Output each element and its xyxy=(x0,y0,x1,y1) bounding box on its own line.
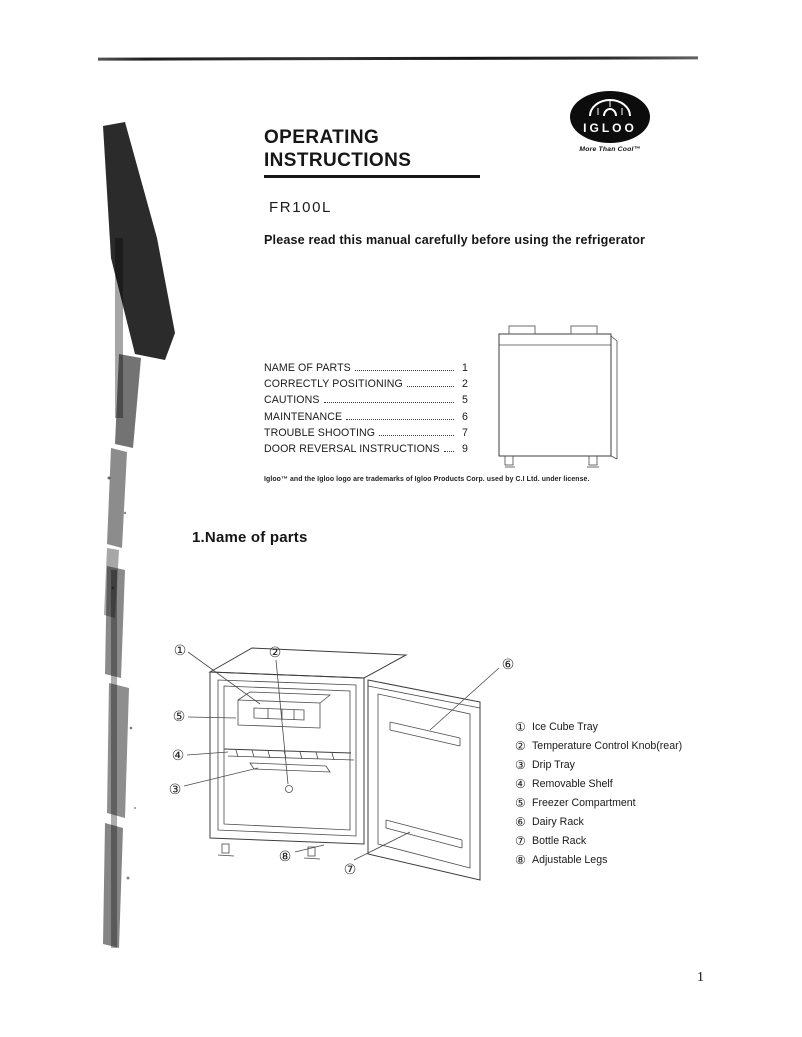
legend-item: ② Temperature Control Knob(rear) xyxy=(515,736,695,755)
toc-page-number: 9 xyxy=(462,442,468,455)
scan-line-artifact xyxy=(97,56,699,61)
toc-page-number: 5 xyxy=(462,394,468,407)
legend-item-number: ① xyxy=(515,719,526,734)
legend-item-label: Dairy Rack xyxy=(532,815,584,828)
toc-label: CAUTIONS xyxy=(264,394,320,407)
toc-leader xyxy=(443,450,454,452)
legend-item: ⑧ Adjustable Legs xyxy=(515,850,695,869)
trademark-notice: Igloo™ and the Igloo logo are trademarks… xyxy=(264,476,590,483)
legend-item: ⑦ Bottle Rack xyxy=(515,831,695,850)
logo-brand-text: IGLOO xyxy=(583,121,637,135)
callout-2: ② xyxy=(269,645,282,661)
document-title: OPERATING INSTRUCTIONS xyxy=(264,126,411,172)
toc-item: TROUBLE SHOOTING 7 xyxy=(264,427,468,443)
table-of-contents: NAME OF PARTS 1 CORRECTLY POSITIONING 2 … xyxy=(264,362,468,459)
toc-label: DOOR REVERSAL INSTRUCTIONS xyxy=(264,442,440,455)
legend-item-label: Adjustable Legs xyxy=(532,853,608,866)
toc-item: MAINTENANCE 6 xyxy=(264,411,468,427)
toc-page-number: 2 xyxy=(462,378,468,391)
toc-leader xyxy=(323,402,454,404)
refrigerator-parts-diagram: ① ② ⑤ ④ ③ ⑥ ⑧ ⑦ xyxy=(169,643,515,881)
legend-item-label: Removable Shelf xyxy=(532,777,613,790)
toc-leader xyxy=(354,370,454,371)
legend-item-label: Freezer Compartment xyxy=(532,796,636,809)
callout-5: ⑤ xyxy=(173,709,186,725)
legend-item-number: ② xyxy=(515,738,526,753)
legend-item-label: Bottle Rack xyxy=(532,834,587,847)
legend-item-number: ⑧ xyxy=(515,852,526,867)
callout-4: ④ xyxy=(172,748,185,764)
toc-leader xyxy=(346,418,454,420)
title-line-1: OPERATING xyxy=(264,127,380,148)
toc-item: CAUTIONS 5 xyxy=(264,394,468,410)
toc-page-number: 7 xyxy=(462,426,468,439)
legend-item-label: Drip Tray xyxy=(532,758,575,771)
brand-logo: IGLOO More Than Cool™ xyxy=(568,90,652,153)
scan-edge-artifact xyxy=(103,122,175,948)
legend-item: ⑥ Dairy Rack xyxy=(515,812,695,831)
callout-3: ③ xyxy=(169,782,182,798)
section-title: 1.Name of parts xyxy=(192,529,308,546)
logo-tagline: More Than Cool™ xyxy=(579,146,641,153)
legend-item: ① Ice Cube Tray xyxy=(515,717,695,736)
toc-label: MAINTENANCE xyxy=(264,410,343,423)
page-number: 1 xyxy=(697,970,704,985)
toc-item: DOOR REVERSAL INSTRUCTIONS 9 xyxy=(264,443,468,459)
callout-7: ⑦ xyxy=(344,862,357,878)
toc-label: NAME OF PARTS xyxy=(264,362,351,374)
legend-item-number: ⑤ xyxy=(515,795,526,810)
refrigerator-front-view-illustration xyxy=(498,325,618,468)
toc-item: CORRECTLY POSITIONING 2 xyxy=(264,378,468,394)
toc-page-number: 6 xyxy=(462,410,468,423)
legend-item-number: ⑦ xyxy=(515,833,526,848)
title-line-2: INSTRUCTIONS xyxy=(264,150,412,171)
callout-8: ⑧ xyxy=(279,849,292,865)
title-underline xyxy=(264,175,480,178)
igloo-logo-icon: IGLOO xyxy=(570,91,650,143)
legend-item-label: Temperature Control Knob(rear) xyxy=(532,739,683,752)
parts-legend: ① Ice Cube Tray ② Temperature Control Kn… xyxy=(515,717,695,869)
toc-leader xyxy=(406,386,454,388)
legend-item-number: ③ xyxy=(515,757,526,772)
callout-6: ⑥ xyxy=(502,657,515,673)
read-manual-notice: Please read this manual carefully before… xyxy=(264,233,646,247)
toc-page-number: 1 xyxy=(462,362,468,374)
toc-label: TROUBLE SHOOTING xyxy=(264,426,376,439)
legend-item: ⑤ Freezer Compartment xyxy=(515,793,695,812)
legend-item-label: Ice Cube Tray xyxy=(532,720,598,733)
toc-leader xyxy=(379,434,454,436)
legend-item: ④ Removable Shelf xyxy=(515,774,695,793)
toc-item: NAME OF PARTS 1 xyxy=(264,362,468,378)
toc-label: CORRECTLY POSITIONING xyxy=(264,378,403,391)
callout-1: ① xyxy=(174,643,187,659)
legend-item-number: ④ xyxy=(515,776,526,791)
legend-item: ③ Drip Tray xyxy=(515,755,695,774)
model-number: FR100L xyxy=(269,199,332,216)
legend-item-number: ⑥ xyxy=(515,814,526,829)
